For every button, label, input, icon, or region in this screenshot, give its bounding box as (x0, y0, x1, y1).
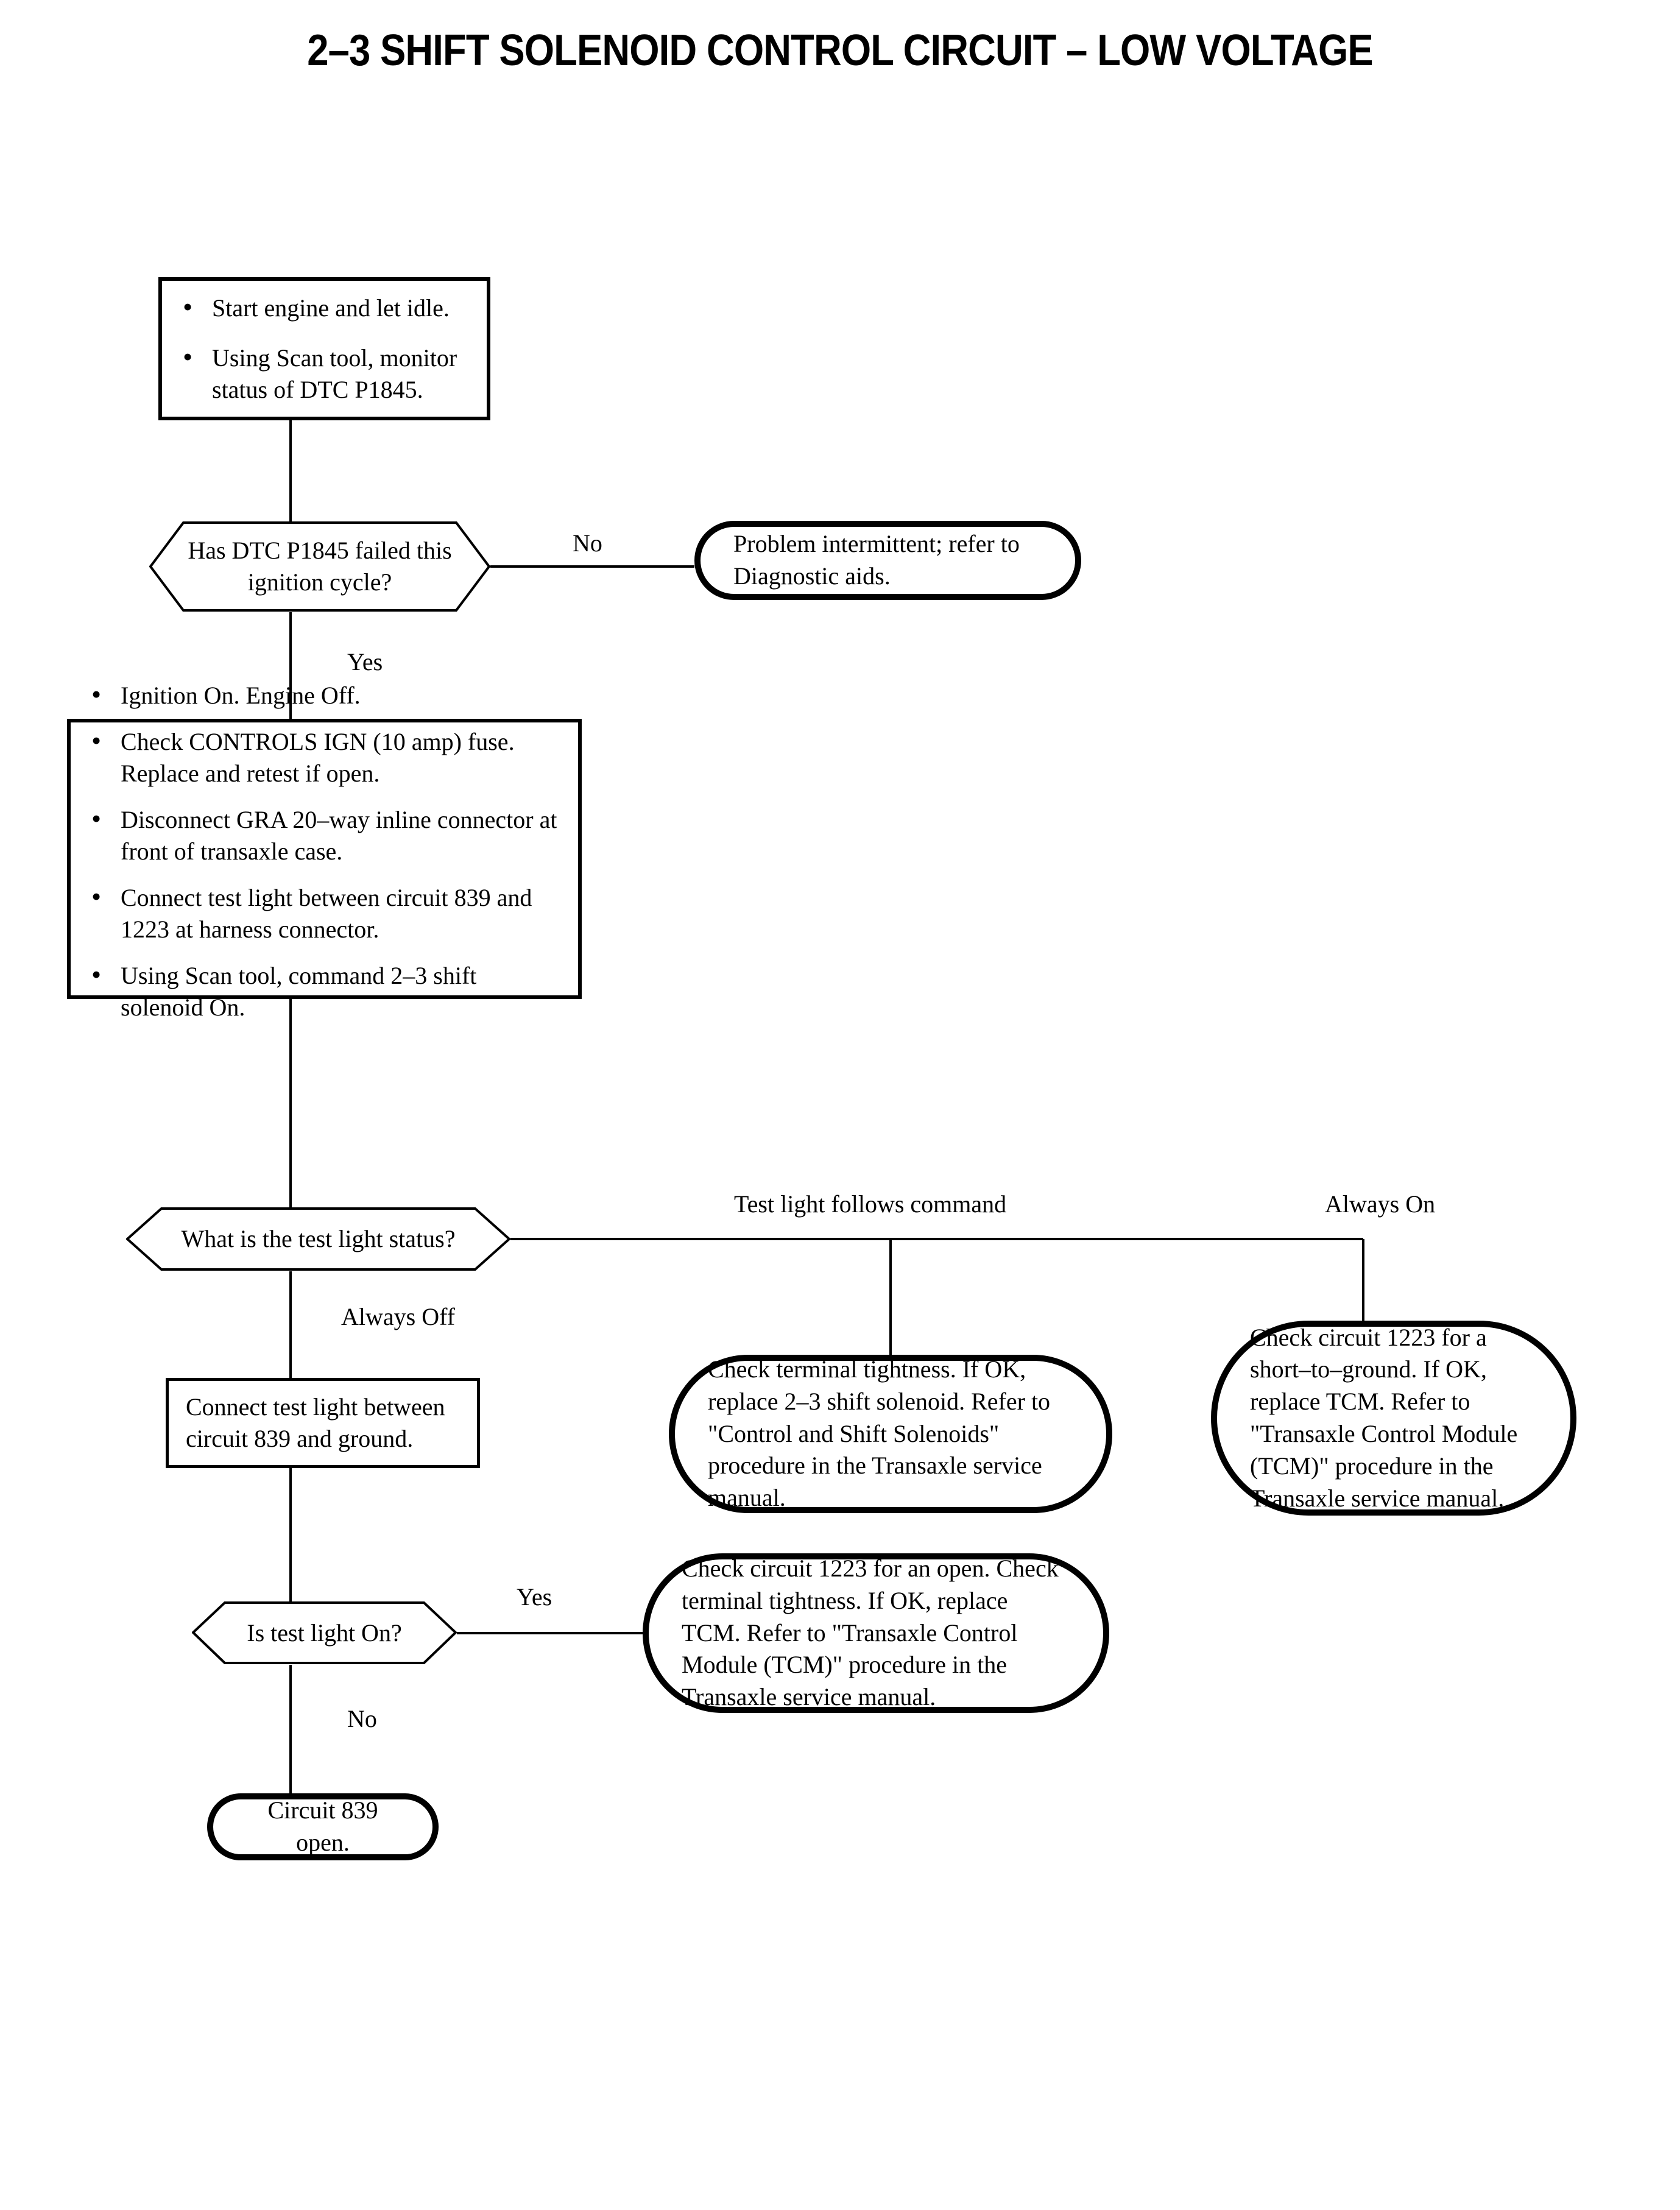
decision-test-light-status[interactable]: What is the test light status? (126, 1207, 510, 1271)
edge-label-always-off: Always Off (341, 1303, 456, 1330)
edge-label-always-on: Always On (1325, 1190, 1436, 1218)
bullet-list: Ignition On. Engine Off. Check CONTROLS … (88, 677, 561, 1038)
list-item: Ignition On. Engine Off. (88, 677, 561, 711)
terminal-label: Circuit 839 open. (267, 1796, 378, 1856)
terminal-check-circuit-1223-open: Check circuit 1223 for an open. Check te… (643, 1553, 1109, 1713)
edge-label-no-dtc: No (573, 529, 602, 557)
process-setup-steps: Ignition On. Engine Off. Check CONTROLS … (67, 677, 582, 1021)
list-item: Disconnect GRA 20–way inline connector a… (88, 802, 561, 867)
terminal-label: Problem intermittent; refer to Diagnosti… (733, 530, 1020, 590)
decision-label: Is test light On? (247, 1619, 402, 1647)
terminal-problem-intermittent: Problem intermittent; refer to Diagnosti… (694, 521, 1081, 600)
terminal-circuit-839-open: Circuit 839 open. (207, 1793, 439, 1860)
hexagon-shape (192, 1601, 457, 1665)
edge-label-yes-dtc: Yes (347, 648, 383, 676)
decision-is-test-light-on[interactable]: Is test light On? (192, 1601, 457, 1665)
list-item: Check CONTROLS IGN (10 amp) fuse. Replac… (88, 724, 561, 789)
process-connect-test-light-ground: Connect test light between circuit 839 a… (166, 1378, 480, 1468)
list-item: Connect test light between circuit 839 a… (88, 880, 561, 945)
hexagon-shape (149, 521, 490, 612)
terminal-label: Check terminal tightness. If OK, replace… (708, 1355, 1051, 1512)
terminal-short-to-ground: Check circuit 1223 for a short–to–ground… (1211, 1321, 1576, 1516)
list-item: Start engine and let idle. (179, 290, 470, 324)
page-title: 2–3 SHIFT SOLENOID CONTROL CIRCUIT – LOW… (307, 26, 1373, 75)
decision-label: What is the test light status? (181, 1225, 456, 1252)
terminal-label: Check circuit 1223 for an open. Check te… (682, 1555, 1059, 1711)
decision-dtc-failed[interactable]: Has DTC P1845 failed this ignition cycle… (149, 521, 490, 612)
process-label: Connect test light between circuit 839 a… (186, 1393, 445, 1452)
list-item: Using Scan tool, command 2–3 shift solen… (88, 958, 561, 1023)
process-start-engine: Start engine and let idle. Using Scan to… (158, 277, 490, 420)
list-item: Using Scan tool, monitor status of DTC P… (179, 340, 470, 406)
edge-label-yes-light-on: Yes (517, 1583, 552, 1611)
terminal-label: Check circuit 1223 for a short–to–ground… (1250, 1323, 1518, 1512)
edge-label-follows-command: Test light follows command (734, 1190, 1007, 1218)
bullet-list: Start engine and let idle. Using Scan to… (179, 290, 470, 406)
terminal-replace-shift-solenoid: Check terminal tightness. If OK, replace… (669, 1355, 1112, 1513)
edge-label-no-light-on: No (347, 1705, 377, 1732)
decision-label: Has DTC P1845 failed this ignition cycle… (188, 537, 452, 596)
hexagon-shape (126, 1207, 510, 1271)
